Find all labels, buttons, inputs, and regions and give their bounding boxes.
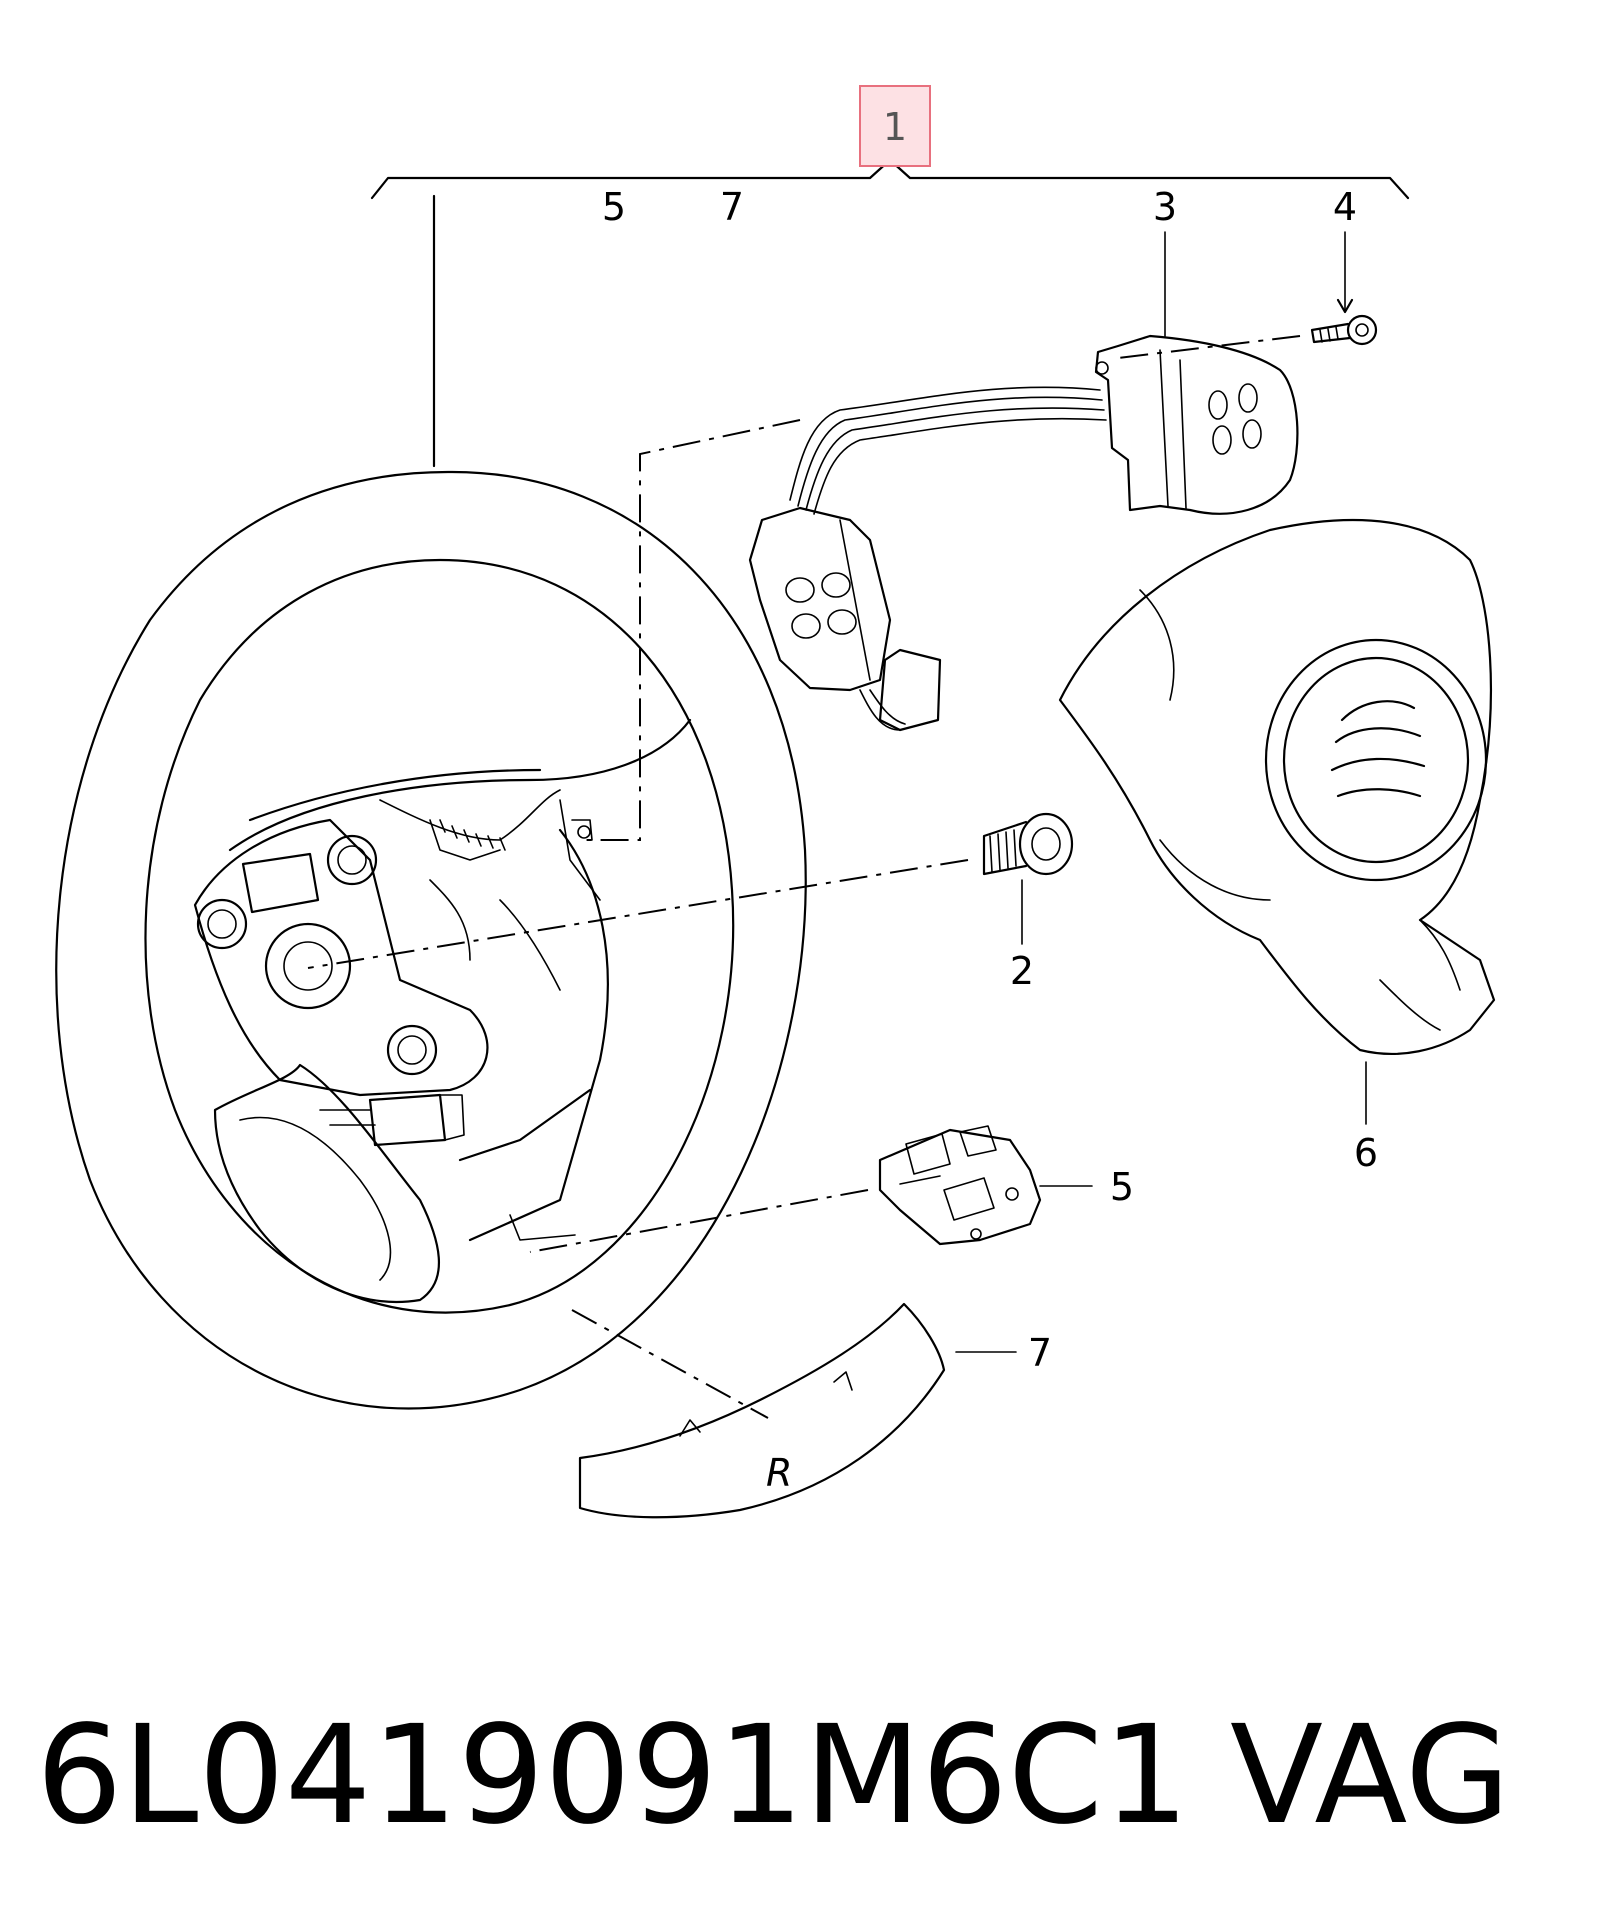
highlight-box [859, 85, 931, 167]
arrow-4 [1336, 298, 1354, 314]
leader-5 [529, 1189, 869, 1253]
multifunction-switch-right [1094, 334, 1299, 515]
leader-2 [307, 859, 969, 969]
callout-3-label: 3 [1153, 185, 1177, 229]
callout-1-highlight[interactable]: 1 [859, 85, 931, 167]
leader-4-dash [1117, 335, 1301, 359]
callout-5-top-label: 5 [602, 185, 626, 229]
callout-7-top-label: 7 [720, 185, 744, 229]
callout-2-label: 2 [1010, 949, 1034, 993]
leader-3 [584, 419, 801, 841]
callout-1-label: 1 [883, 105, 907, 149]
callout-4-label: 4 [1333, 185, 1357, 229]
bolt-2 [982, 812, 1074, 876]
callout-6-label: 6 [1354, 1131, 1378, 1175]
airbag-module [1058, 518, 1496, 1056]
callout-7-label: 7 [1028, 1331, 1052, 1375]
callout-5-label: 5 [1110, 1165, 1134, 1209]
part-number: 6L0419091M6C1 [36, 1697, 1189, 1855]
trim-cover-7: R [578, 1302, 946, 1519]
steering-wheel [55, 470, 807, 1410]
multifunction-switch-left [748, 506, 942, 732]
switch-unit-5 [878, 1125, 1042, 1246]
leader-7 [571, 1309, 769, 1419]
brand-label: VAG [1230, 1697, 1510, 1855]
switch-harness [789, 386, 1107, 515]
screw-4 [1310, 314, 1378, 346]
trim-marking: R [766, 1451, 792, 1495]
